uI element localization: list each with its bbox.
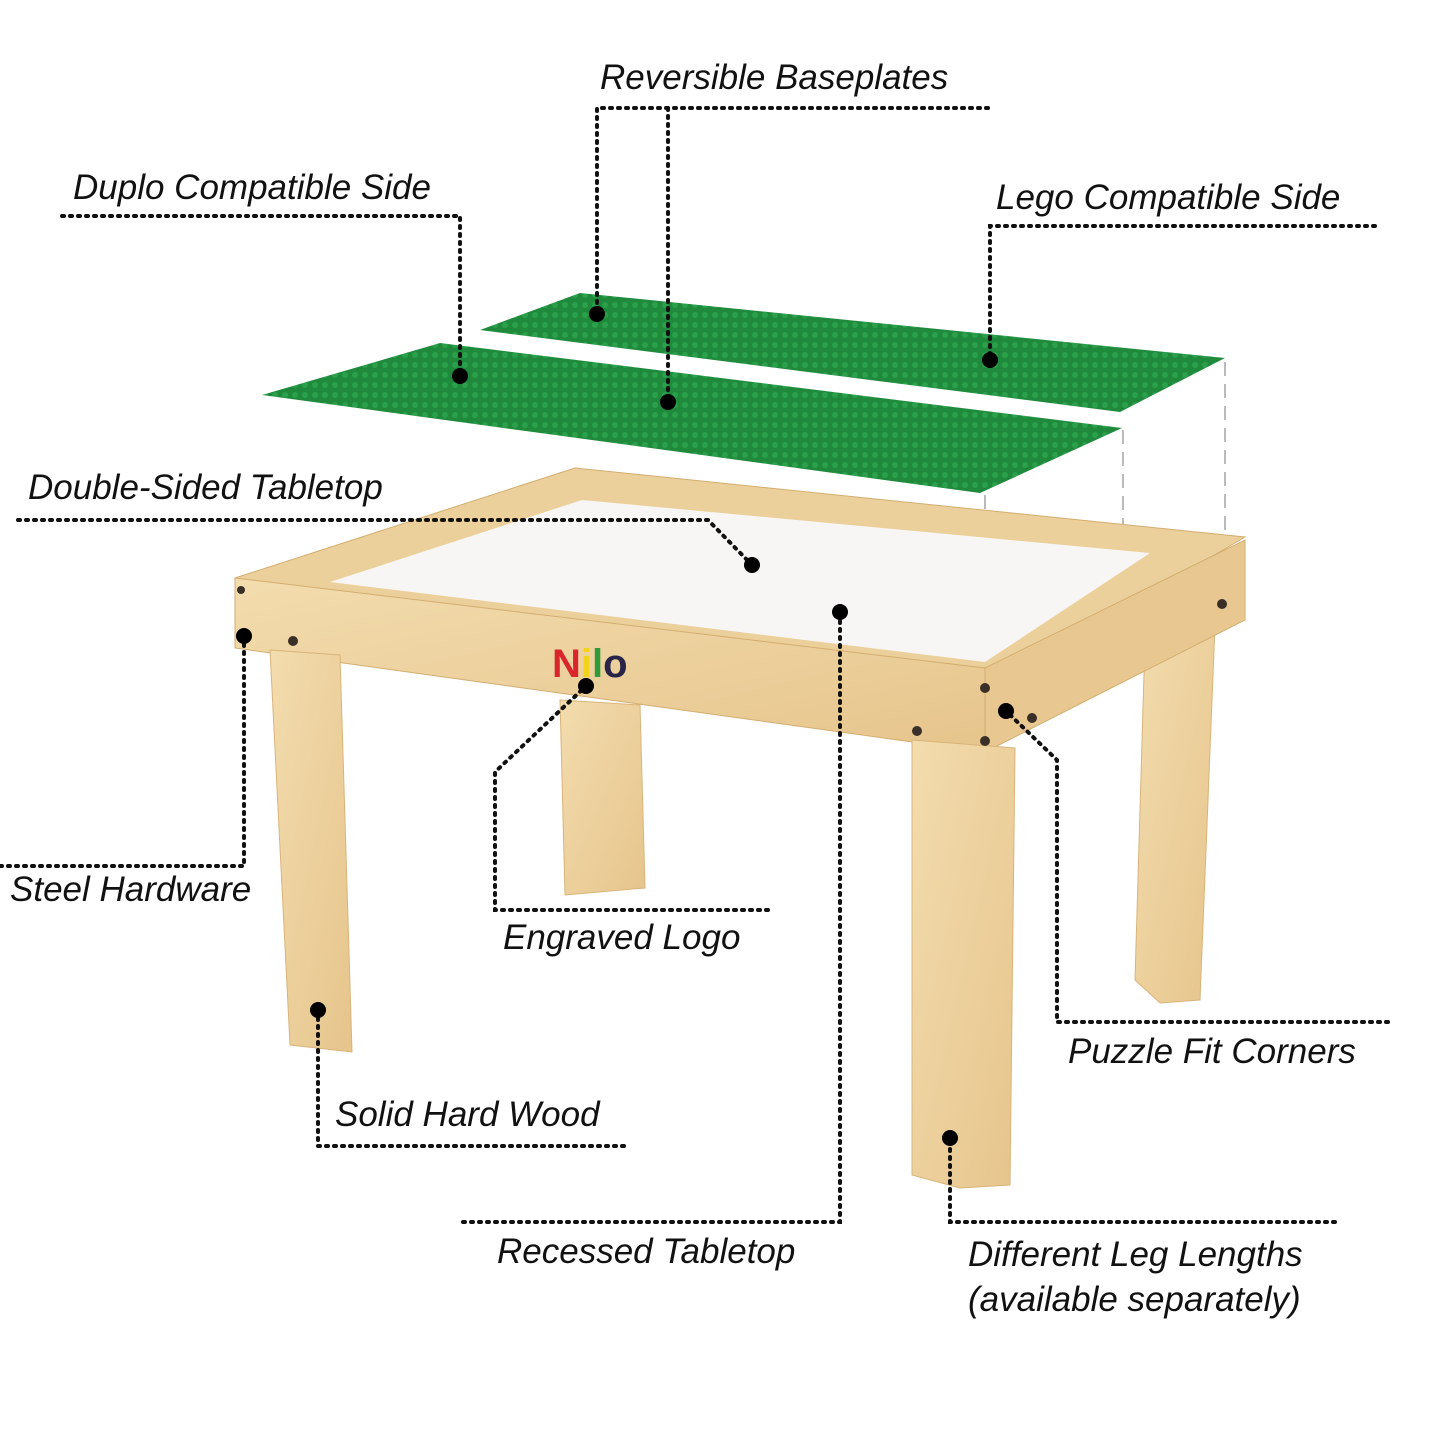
side-rail bbox=[984, 539, 1246, 753]
leg-back-middle bbox=[559, 699, 646, 896]
duplo-baseplate bbox=[262, 343, 1122, 493]
steel-bolts bbox=[237, 586, 1227, 746]
label-reversible-baseplates: Reversible Baseplates bbox=[600, 58, 949, 97]
leg-front-left bbox=[269, 649, 353, 1053]
label-engraved-logo: Engraved Logo bbox=[503, 918, 741, 957]
label-solid-hard-wood: Solid Hard Wood bbox=[335, 1095, 600, 1134]
leg-front-right bbox=[911, 739, 1016, 1189]
label-puzzle-fit-corners: Puzzle Fit Corners bbox=[1068, 1032, 1356, 1071]
label-lego-side: Lego Compatible Side bbox=[996, 178, 1341, 217]
engraved-logo: Nilo bbox=[552, 642, 628, 686]
callout-dots bbox=[236, 306, 1014, 1146]
label-double-sided-tabletop: Double-Sided Tabletop bbox=[28, 468, 383, 507]
leg-back-right bbox=[1134, 624, 1216, 1004]
label-steel-hardware: Steel Hardware bbox=[10, 870, 252, 909]
recessed-tabletop bbox=[330, 500, 1150, 662]
label-duplo-side: Duplo Compatible Side bbox=[73, 168, 431, 207]
label-recessed-tabletop: Recessed Tabletop bbox=[497, 1232, 796, 1271]
callout-lines bbox=[0, 106, 1390, 1224]
label-leg-lengths-note: (available separately) bbox=[968, 1280, 1301, 1319]
lego-baseplate bbox=[480, 293, 1225, 412]
label-leg-lengths: Different Leg Lengths bbox=[968, 1235, 1303, 1274]
